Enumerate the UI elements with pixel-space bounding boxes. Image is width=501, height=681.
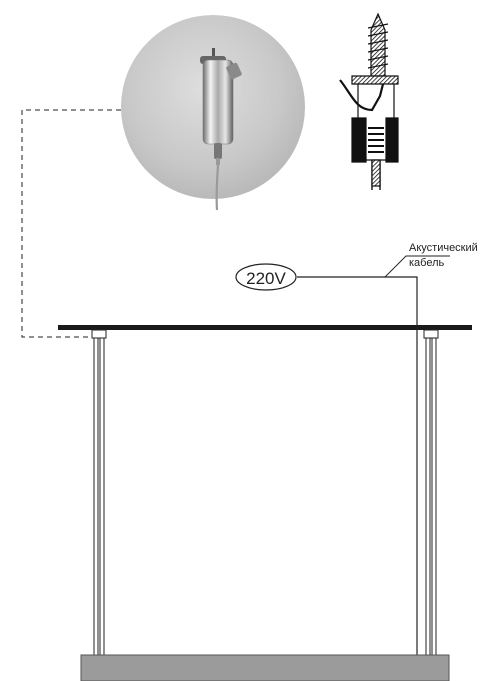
voltage-label: 220V — [246, 269, 286, 288]
support-rail — [58, 325, 472, 330]
cable-label-line1: Акустический — [409, 242, 478, 254]
power-cable — [297, 276, 418, 655]
ceiling-cable-holder-photo-icon — [121, 15, 305, 211]
dashed-leader-line — [21, 109, 121, 338]
voltage-badge — [235, 263, 297, 291]
shelf-board — [80, 654, 450, 681]
right-suspension-rods — [423, 329, 439, 656]
left-suspension-rods — [91, 329, 107, 656]
cable-holder-cross-section-icon — [339, 12, 399, 190]
cable-label-leader — [384, 255, 450, 278]
cable-label-line2: кабель — [409, 257, 445, 269]
